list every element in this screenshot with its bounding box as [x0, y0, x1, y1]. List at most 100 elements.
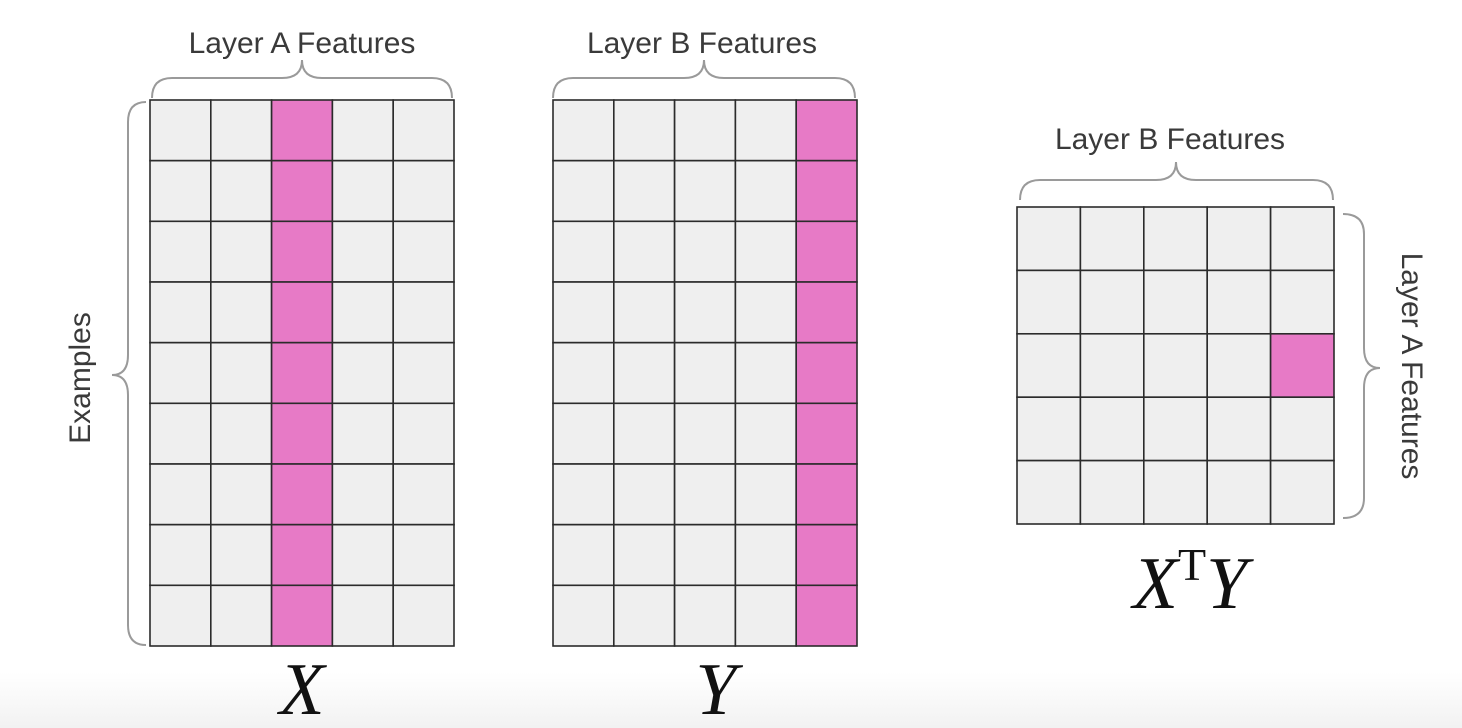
matrix-xty-cell-r0-c1 [1079, 206, 1145, 272]
matrix-y-cell-r7-c1 [612, 523, 676, 587]
matrix-x-cell-r1-c3 [331, 159, 394, 223]
matrix-y-cell-r4-c4-highlighted [795, 341, 858, 405]
matrix-y-symbol-base: Y [695, 649, 743, 728]
matrix-x-left-label: Examples [64, 312, 97, 444]
matrix-x-symbol-base: X [276, 649, 327, 728]
matrix-xty-cell-r4-c4 [1269, 459, 1335, 525]
matrix-y-cell-r1-c3 [734, 159, 798, 223]
matrix-y-cell-r3-c0 [552, 281, 615, 344]
matrix-y-cell-r1-c2 [673, 159, 737, 223]
matrix-xty-cell-r3-c1 [1079, 396, 1145, 462]
matrix-xty-cell-r4-c3 [1206, 459, 1272, 525]
matrix-x-cell-r8-c0 [149, 584, 212, 647]
matrix-xty-cell-r1-c4 [1269, 269, 1335, 335]
matrix-x-cell-r8-c2-highlighted [270, 584, 334, 647]
matrix-x-cell-r1-c4 [392, 159, 455, 223]
matrix-y-cell-r7-c2 [673, 523, 737, 587]
matrix-x-cell-r0-c2-highlighted [270, 99, 334, 162]
matrix-y-cell-r7-c0 [552, 523, 615, 587]
matrix-y-cell-r3-c1 [612, 281, 676, 344]
matrix-y-cell-r7-c3 [734, 523, 798, 587]
matrix-x-cell-r3-c2-highlighted [270, 281, 334, 344]
matrix-x-cell-r8-c3 [331, 584, 394, 647]
matrix-x-cell-r6-c0 [149, 463, 212, 526]
matrix-x-cell-r4-c2-highlighted [270, 341, 334, 405]
matrix-xty-grid [1016, 206, 1335, 525]
matrix-x-cell-r0-c3 [331, 99, 394, 162]
matrix-x-cell-r5-c3 [331, 402, 394, 465]
matrix-x-cell-r4-c0 [149, 341, 212, 405]
matrix-x-cell-r2-c3 [331, 220, 394, 283]
matrix-xty-cell-r4-c2 [1143, 459, 1209, 525]
matrix-y-cell-r0-c1 [612, 99, 676, 162]
matrix-x-cell-r1-c2-highlighted [270, 159, 334, 223]
matrix-y-cell-r5-c3 [734, 402, 798, 465]
matrix-y-cell-r4-c0 [552, 341, 615, 405]
matrix-xty-cell-r1-c2 [1143, 269, 1209, 335]
matrix-x-cell-r5-c2-highlighted [270, 402, 334, 465]
matrix-xty-cell-r1-c1 [1079, 269, 1145, 335]
matrix-y-cell-r0-c3 [734, 99, 798, 162]
matrix-y-cell-r6-c3 [734, 463, 798, 526]
matrix-x-cell-r1-c0 [149, 159, 212, 223]
matrix-xty-cell-r0-c2 [1143, 206, 1209, 272]
matrix-xty-symbol-superscript: T [1178, 539, 1206, 590]
matrix-y-cell-r8-c2 [673, 584, 737, 647]
matrix-xty-cell-r2-c1 [1079, 332, 1145, 398]
matrix-xty-cell-r2-c0 [1016, 332, 1082, 398]
matrix-xty-cell-r3-c4 [1269, 396, 1335, 462]
matrix-x-top-label: Layer A Features [189, 27, 416, 60]
matrix-xty-cell-r3-c0 [1016, 396, 1082, 462]
matrix-y-cell-r2-c0 [552, 220, 615, 283]
matrix-y-symbol: Y [695, 649, 743, 728]
matrix-y-cell-r4-c2 [673, 341, 737, 405]
matrix-y-cell-r2-c3 [734, 220, 798, 283]
matrix-x-cell-r4-c1 [210, 341, 273, 405]
matrix-x-left-brace [111, 101, 147, 646]
matrix-y-cell-r2-c1 [612, 220, 676, 283]
matrix-x-cell-r7-c2-highlighted [270, 523, 334, 587]
matrix-xty-cell-r4-c1 [1079, 459, 1145, 525]
matrix-y-cell-r5-c1 [612, 402, 676, 465]
matrix-y-cell-r0-c0 [552, 99, 615, 162]
matrix-xty-cell-r2-c4-highlighted [1269, 332, 1335, 398]
matrix-x-cell-r7-c1 [210, 523, 273, 587]
matrix-y-cell-r5-c0 [552, 402, 615, 465]
matrix-x-cell-r6-c1 [210, 463, 273, 526]
matrix-y-cell-r3-c4-highlighted [795, 281, 858, 344]
matrix-x-cell-r7-c3 [331, 523, 394, 587]
matrix-x-cell-r5-c0 [149, 402, 212, 465]
matrix-xty-cell-r0-c4 [1269, 206, 1335, 272]
matrix-x-cell-r3-c4 [392, 281, 455, 344]
matrix-y-cell-r1-c4-highlighted [795, 159, 858, 223]
matrix-y-cell-r0-c4-highlighted [795, 99, 858, 162]
matrix-y-cell-r6-c4-highlighted [795, 463, 858, 526]
matrix-xty-cell-r1-c3 [1206, 269, 1272, 335]
matrix-xty-cell-r0-c3 [1206, 206, 1272, 272]
matrix-y-cell-r4-c1 [612, 341, 676, 405]
matrix-x-cell-r6-c2-highlighted [270, 463, 334, 526]
matrix-y-cell-r3-c2 [673, 281, 737, 344]
matrix-y-cell-r1-c1 [612, 159, 676, 223]
matrix-x-top-brace [151, 59, 453, 99]
matrix-xty-cell-r1-c0 [1016, 269, 1082, 335]
matrix-x-cell-r7-c0 [149, 523, 212, 587]
matrix-xty-symbol: XTY [1130, 539, 1254, 625]
matrix-y-cell-r8-c1 [612, 584, 676, 647]
matrix-x-cell-r4-c3 [331, 341, 394, 405]
matrix-xty-top-label: Layer B Features [1055, 123, 1285, 156]
matrix-xty-right-brace [1342, 213, 1381, 519]
matrix-xty-cell-r0-c0 [1016, 206, 1082, 272]
matrix-y: Layer B Features Y [552, 27, 858, 728]
matrix-x: Layer A Features Examples X [64, 27, 455, 728]
matrix-y-cell-r2-c4-highlighted [795, 220, 858, 283]
matrix-x-cell-r6-c4 [392, 463, 455, 526]
matrix-x-grid [149, 99, 455, 647]
matrix-y-cell-r6-c1 [612, 463, 676, 526]
matrix-x-cell-r2-c4 [392, 220, 455, 283]
matrix-xty-cell-r3-c2 [1143, 396, 1209, 462]
matrix-y-cell-r8-c0 [552, 584, 615, 647]
matrix-xty-cell-r2-c3 [1206, 332, 1272, 398]
matrix-x-cell-r0-c0 [149, 99, 212, 162]
